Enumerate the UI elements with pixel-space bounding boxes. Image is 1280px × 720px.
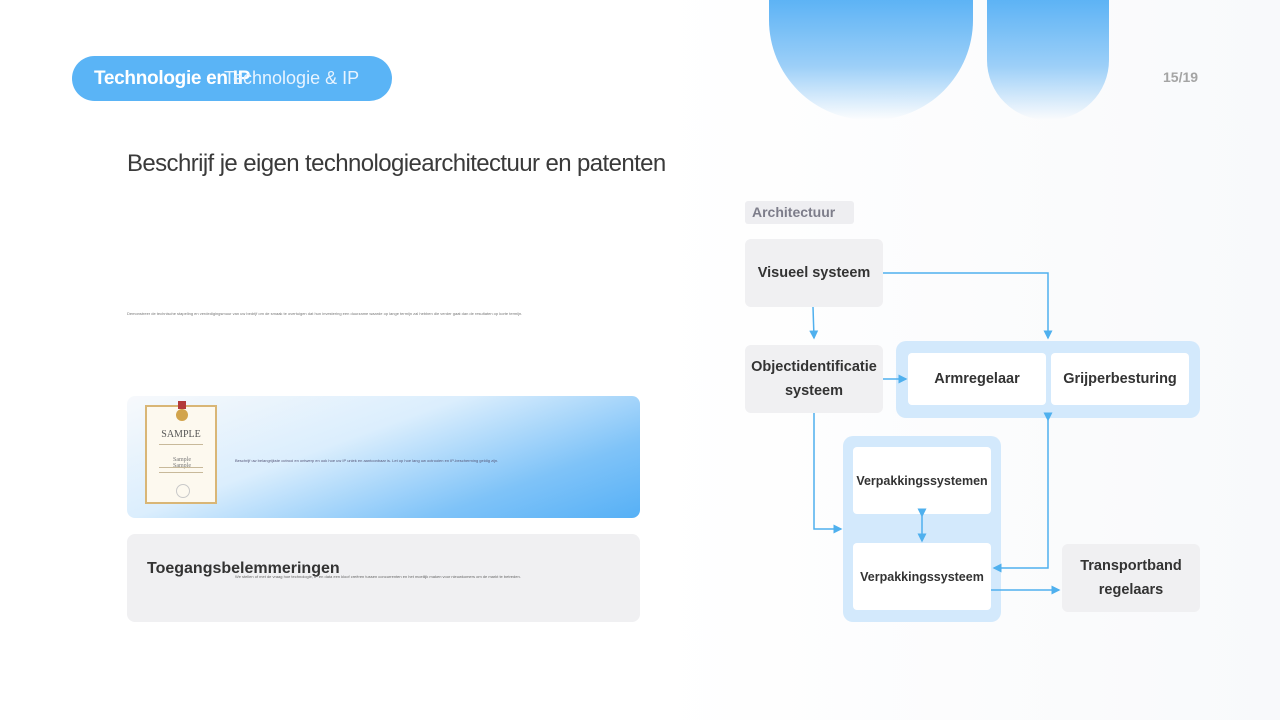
- connector-gripper-to-packaging: [992, 412, 1053, 573]
- certificate-sample-word: SAMPLE: [161, 429, 201, 440]
- barrier-card: Toegangsbelemmeringen We stellen of met …: [127, 534, 640, 622]
- patent-card: SAMPLE Sample Sample Beschrijf uw belang…: [127, 396, 640, 518]
- node-object-identification: Objectidentificatie systeem: [745, 345, 883, 413]
- barrier-description: We stellen of met de vraag hoe technolog…: [235, 574, 521, 579]
- section-pill-title: Technologie en IP: [94, 68, 251, 89]
- node-packaging-systems: Verpakkingssystemen: [853, 447, 991, 514]
- certificate-line: [159, 444, 203, 445]
- ribbon-icon: [178, 401, 186, 409]
- page-title: Beschrijf je eigen technologiearchitectu…: [127, 150, 666, 177]
- certificate-line: [159, 467, 203, 468]
- barrier-title: Toegangsbelemmeringen: [147, 560, 340, 577]
- node-visual-system: Visueel systeem: [745, 239, 883, 307]
- node-conveyor-controllers: Transportband regelaars: [1062, 544, 1200, 612]
- patent-description: Beschrijf uw belangrijkste octrooi en on…: [235, 458, 499, 463]
- section-pill-subtitle: Technologie & IP: [224, 68, 360, 88]
- architecture-label: Architectuur: [745, 201, 854, 224]
- certificate-image: SAMPLE Sample Sample: [145, 401, 217, 504]
- page-number: 15/19: [1163, 69, 1199, 85]
- medal-icon: [176, 409, 188, 421]
- certificate-line: [159, 472, 203, 473]
- decorative-blob-small: [987, 0, 1109, 120]
- certificate-signature: Sample Sample: [173, 457, 191, 469]
- node-gripper-control: Grijperbesturing: [1051, 353, 1189, 405]
- node-arm-controller: Armregelaar: [908, 353, 1046, 405]
- connector-visual-to-gripper: [883, 272, 1053, 340]
- intro-text: Demonstreer de technische stapeling en v…: [127, 311, 523, 316]
- connector-object-to-packaging: [813, 413, 843, 534]
- connector-visual-to-object: [809, 306, 819, 340]
- section-pill: Technologie en IP Technologie & IP: [72, 56, 392, 101]
- seal-icon: [176, 484, 190, 498]
- node-packaging-system: Verpakkingssysteem: [853, 543, 991, 610]
